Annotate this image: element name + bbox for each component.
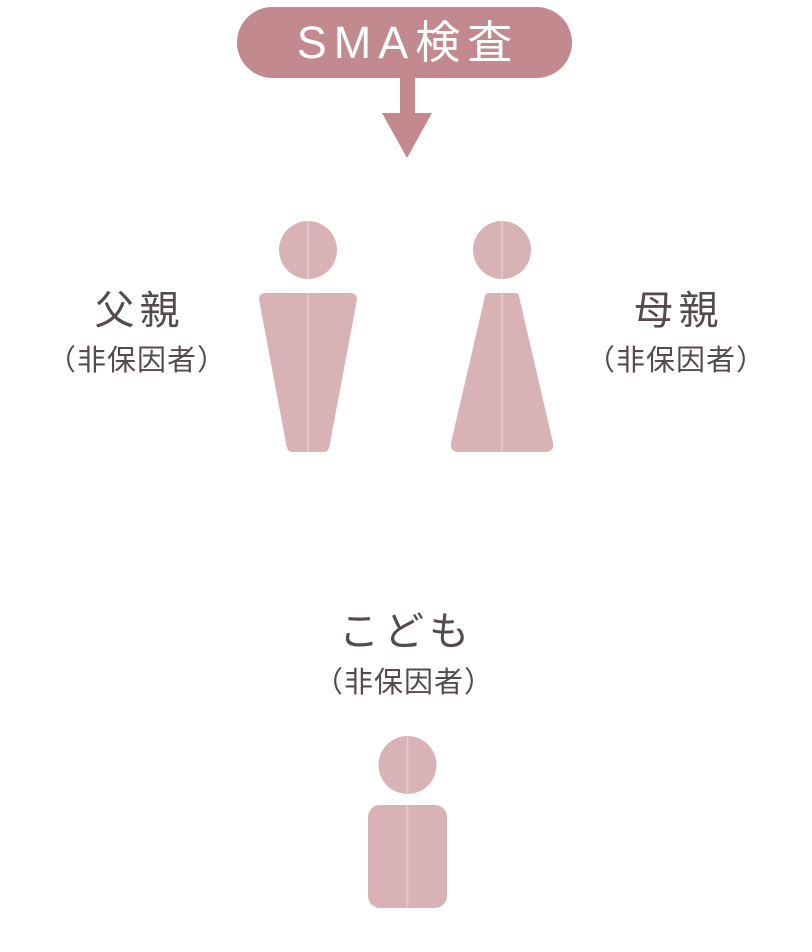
father-label: 父親 （非保因者） bbox=[17, 287, 257, 379]
father-status: （非保因者） bbox=[46, 345, 227, 377]
child-label: こども （非保因者） bbox=[198, 608, 610, 701]
arrow-down-icon bbox=[381, 484, 432, 562]
sma-test-pill: SMA検査 bbox=[237, 7, 572, 78]
child-card: こども （非保因者） bbox=[198, 584, 610, 947]
child-status: （非保因者） bbox=[313, 667, 494, 699]
mother-label: 母親 （非保因者） bbox=[556, 287, 796, 379]
sma-test-label: SMA検査 bbox=[296, 17, 520, 68]
father-name: 父親 bbox=[94, 289, 185, 333]
arrow-down-icon bbox=[382, 78, 432, 158]
mother-status: （非保因者） bbox=[585, 345, 766, 377]
parents-card: 父親 （非保因者） 母親 （非保因者） bbox=[3, 179, 811, 484]
child-figure-icon bbox=[368, 736, 447, 908]
mother-name: 母親 bbox=[633, 289, 724, 333]
child-name: こども bbox=[339, 610, 474, 654]
male-figure-icon bbox=[259, 221, 357, 452]
female-figure-icon bbox=[450, 221, 554, 452]
